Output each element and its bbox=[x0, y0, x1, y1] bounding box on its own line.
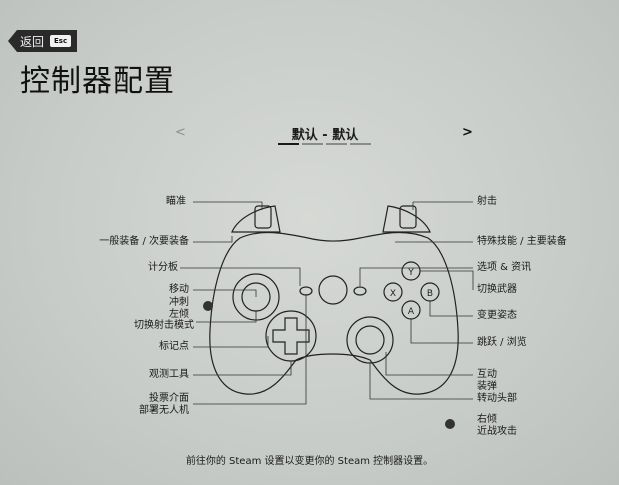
y-letter: Y bbox=[407, 268, 414, 278]
label-fire-mode: 切换射击模式 bbox=[134, 320, 194, 331]
back-button[interactable]: 返回 Esc bbox=[8, 30, 86, 52]
left-trigger-shape bbox=[254, 205, 272, 229]
next-config-button[interactable]: > bbox=[462, 125, 473, 140]
dpad-cross bbox=[272, 317, 310, 355]
label-ability: 特殊技能 / 主要装备 bbox=[477, 236, 567, 247]
label-stance: 变更姿态 bbox=[477, 310, 517, 321]
pager-dot bbox=[302, 143, 323, 145]
back-arrow-icon bbox=[8, 30, 17, 52]
label-ping: 标记点 bbox=[159, 341, 189, 352]
label-lean-right: 右倾 bbox=[477, 414, 497, 425]
x-letter: X bbox=[390, 289, 396, 299]
controller-body bbox=[209, 231, 459, 395]
x-button-shape bbox=[383, 282, 403, 302]
label-options: 选项 & 资讯 bbox=[477, 262, 532, 273]
steam-settings-note: 前往你的 Steam 设置以变更你的 Steam 控制器设置。 bbox=[185, 456, 434, 467]
right-stick-click-icon bbox=[445, 419, 455, 429]
a-letter: A bbox=[408, 307, 415, 317]
esc-key-badge: Esc bbox=[50, 35, 72, 47]
config-pager bbox=[278, 143, 371, 145]
label-reload: 装弹 bbox=[477, 381, 497, 392]
label-aim: 瞄准 bbox=[166, 196, 186, 207]
label-gadget: 一般装备 / 次要装备 bbox=[99, 236, 189, 247]
label-observation: 观测工具 bbox=[149, 369, 189, 380]
label-sprint: 冲刺 bbox=[169, 297, 189, 308]
back-button-shape bbox=[299, 286, 313, 296]
label-menu: 投票介面 bbox=[149, 393, 189, 404]
prev-config-button[interactable]: < bbox=[175, 125, 186, 140]
right-bumper-shape bbox=[382, 205, 431, 233]
pager-dot bbox=[278, 143, 299, 145]
label-interact: 互动 bbox=[477, 369, 497, 380]
page-title: 控制器配置 bbox=[20, 64, 175, 99]
label-switch-weapon: 切换武器 bbox=[477, 284, 517, 295]
label-fire: 射击 bbox=[477, 196, 497, 207]
label-lean-left: 左倾 bbox=[169, 309, 189, 320]
label-jump: 跳跃 / 浏览 bbox=[477, 337, 527, 348]
label-move: 移动 bbox=[169, 284, 189, 295]
label-scoreboard: 计分板 bbox=[148, 262, 178, 273]
label-look: 转动头部 bbox=[477, 393, 517, 404]
right-trigger-shape bbox=[399, 205, 417, 229]
pager-dot bbox=[326, 143, 347, 145]
back-label: 返回 bbox=[20, 34, 45, 49]
label-melee: 近战攻击 bbox=[477, 426, 517, 437]
start-button-shape bbox=[353, 286, 367, 296]
left-stick-click-icon bbox=[203, 301, 213, 311]
label-drone: 部署无人机 bbox=[139, 405, 189, 416]
pager-dot bbox=[350, 143, 371, 145]
guide-button-shape bbox=[318, 275, 348, 305]
b-letter: B bbox=[427, 289, 433, 299]
config-name: 默认 - 默认 bbox=[291, 128, 359, 143]
